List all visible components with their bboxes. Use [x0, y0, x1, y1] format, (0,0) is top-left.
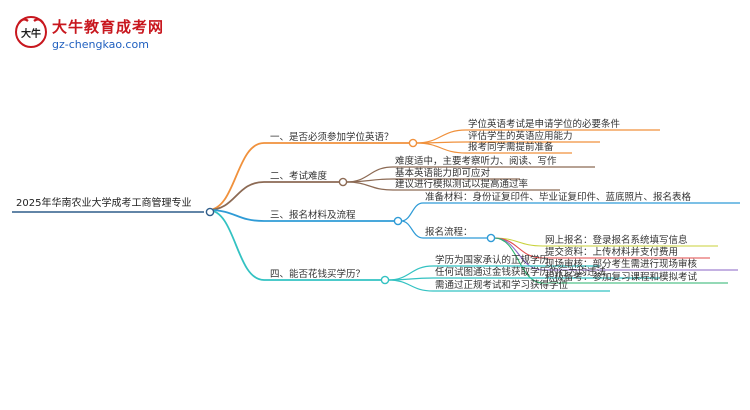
branch-3-child-2-node[interactable]: [486, 233, 496, 243]
root-node-label[interactable]: 2025年华南农业大学成考工商管理专业: [16, 196, 191, 209]
brand-name: 大牛教育成考网: [52, 18, 165, 36]
branch-4-child-3-label[interactable]: 需通过正规考试和学习获得学位: [435, 279, 569, 291]
branch-1-child-1-link: [415, 129, 467, 144]
branch-3-node[interactable]: [393, 216, 403, 226]
root-node[interactable]: [205, 207, 215, 217]
branch-2-child-2-label[interactable]: 基本英语能力即可应对: [395, 167, 491, 179]
branch-3-child-1-link: [400, 202, 424, 222]
branch-4-child-1-label[interactable]: 学历为国家承认的正规学历: [435, 254, 549, 266]
branch-2-child-2-link: [345, 178, 394, 183]
branch-1-child-2-label[interactable]: 评估学生的英语应用能力: [468, 130, 573, 142]
branch-2-node[interactable]: [338, 177, 348, 187]
branch-4-child-3-link: [387, 279, 434, 292]
process-step-3-label[interactable]: 现场审核：部分考生需进行现场审核: [545, 258, 698, 270]
brand-url[interactable]: gz-chengkao.com: [52, 38, 149, 51]
branch-2-child-1-link: [345, 166, 394, 183]
ox-logo-icon: 大牛: [15, 16, 47, 48]
branch-4-label[interactable]: 四、能否花钱买学历？: [270, 268, 365, 280]
branch-1-child-1-label[interactable]: 学位英语考试是申请学位的必要条件: [468, 118, 621, 130]
branch-1-label[interactable]: 一、是否必须参加学位英语？: [270, 131, 394, 143]
process-step-4-label[interactable]: 积极备考：参加复习课程和模拟考试: [545, 271, 698, 283]
process-step-4-link: [493, 237, 544, 284]
branch-3-child-2-label[interactable]: 报名流程：: [425, 226, 473, 238]
mind-map-edges: [12, 129, 740, 292]
branch-2-link: [207, 181, 265, 211]
process-step-2-label[interactable]: 提交资料：上传材料并支付费用: [545, 246, 678, 258]
branch-4-child-2-label[interactable]: 任何试图通过金钱获取学历的行为均违法: [435, 266, 606, 278]
branch-3-label[interactable]: 三、报名材料及流程: [270, 209, 356, 221]
branch-1-link: [207, 142, 265, 211]
process-step-1-label[interactable]: 网上报名：登录报名系统填写信息: [545, 234, 688, 246]
branch-1-node[interactable]: [408, 138, 418, 148]
branch-3-child-2-link: [400, 220, 424, 239]
branch-2-child-3-label[interactable]: 建议进行模拟测试以提高通过率: [395, 178, 529, 190]
branch-1-child-3-label[interactable]: 报考同学需提前准备: [468, 141, 554, 153]
branch-2-child-3-link: [345, 181, 394, 191]
branch-2-label[interactable]: 二、考试难度: [270, 170, 328, 182]
branch-3-link: [207, 209, 265, 222]
branch-4-link: [207, 209, 265, 281]
branch-3-child-1-label[interactable]: 准备材料：身份证复印件、毕业证复印件、蓝底照片、报名表格: [425, 191, 692, 203]
branch-1-child-3-link: [415, 142, 467, 154]
branch-2-child-1-label[interactable]: 难度适中，主要考察听力、阅读、写作: [395, 155, 557, 167]
mind-map-nodes: 2025年华南农业大学成考工商管理专业 一、是否必须参加学位英语？ 学位英语考试是申…: [16, 118, 698, 291]
brand-logo: 大牛 大牛教育成考网 gz-chengkao.com: [14, 14, 164, 54]
logo-mark-text: 大牛: [21, 27, 41, 40]
branch-4-node[interactable]: [380, 275, 390, 285]
